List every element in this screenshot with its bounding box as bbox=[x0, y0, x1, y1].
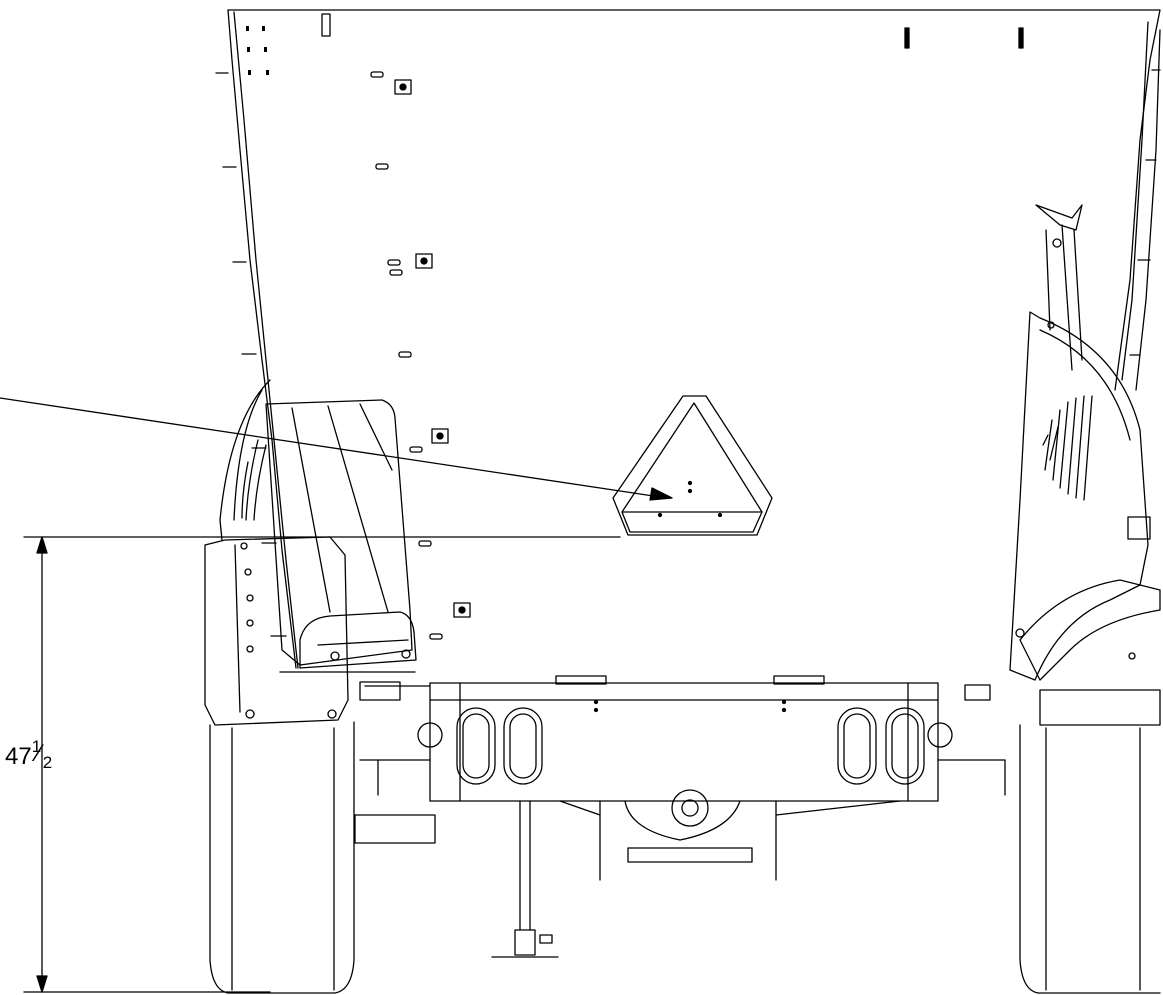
hopper-body bbox=[215, 9, 1161, 669]
spreader-motor bbox=[354, 789, 901, 881]
right-fender bbox=[1009, 204, 1161, 681]
dimension-denominator: 2 bbox=[42, 753, 53, 772]
rear-bumper bbox=[359, 675, 1006, 802]
dimension-numerator: 1 bbox=[31, 737, 42, 756]
dimension-fraction: 1⁄2 bbox=[31, 737, 53, 772]
dimension-whole: 47 bbox=[5, 743, 32, 770]
smv-emblem bbox=[612, 395, 773, 536]
leader-arrow bbox=[0, 397, 673, 501]
left-fender bbox=[204, 379, 349, 726]
left-tire bbox=[209, 721, 355, 994]
right-tire bbox=[1019, 689, 1161, 994]
dimension-lines bbox=[23, 536, 621, 993]
jack-stand bbox=[491, 800, 559, 958]
